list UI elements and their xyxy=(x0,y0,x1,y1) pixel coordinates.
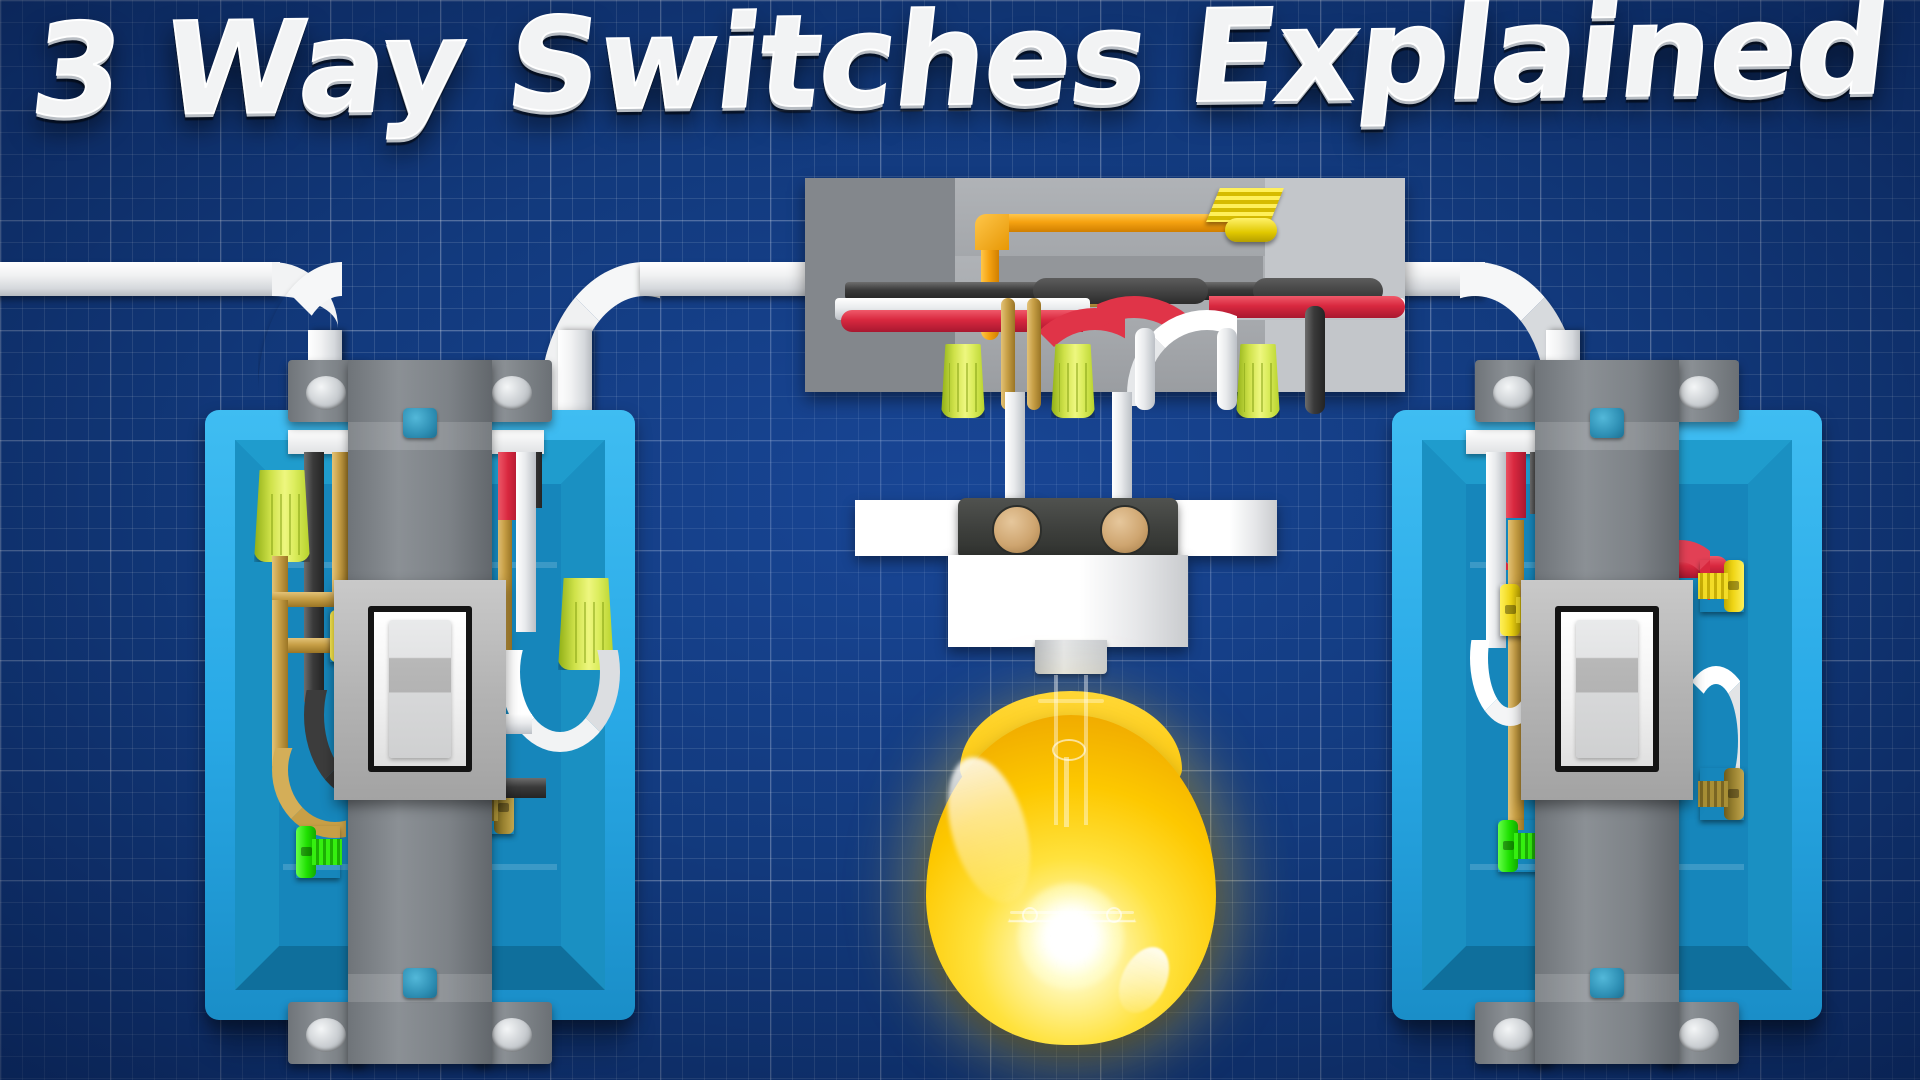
left-box-mount-screw-bottom[interactable] xyxy=(403,968,437,998)
right-box-bevel-right xyxy=(1746,440,1792,990)
left-box-ear-hole-top-right xyxy=(492,376,532,410)
junction-box[interactable] xyxy=(805,178,1405,414)
right-box-terminal-traveler-right[interactable] xyxy=(1698,560,1744,612)
ground-jumper-corner xyxy=(975,214,1009,250)
neutral-drop-left xyxy=(1135,328,1155,410)
ground-drop-a xyxy=(1001,298,1015,410)
left-box-mount-screw-top[interactable] xyxy=(403,408,437,438)
fixture-base xyxy=(948,555,1188,647)
wire-nut-hot[interactable] xyxy=(1236,344,1280,418)
right-box-terminal-common[interactable] xyxy=(1698,768,1744,820)
bulb-stem-right xyxy=(1084,675,1088,825)
cable-left-feed-bend xyxy=(258,262,342,392)
right-box-terminal-ground[interactable] xyxy=(1498,820,1544,872)
left-box-terminal-ground[interactable] xyxy=(296,826,342,878)
right-box-neutral-right-loop xyxy=(1686,666,1740,770)
ground-jumper-run xyxy=(981,214,1241,232)
fixture-neutral-lead xyxy=(1005,392,1025,510)
left-box-ear-hole-bottom-left xyxy=(306,1018,346,1052)
lamp-contact-right xyxy=(1100,505,1150,555)
right-box-ear-hole-top-right xyxy=(1679,376,1719,410)
bulb-glow-core xyxy=(1018,883,1124,989)
right-box-ear-hole-top-left xyxy=(1493,376,1533,410)
neutral-drop-right xyxy=(1217,328,1237,410)
right-box-ear-hole-bottom-right xyxy=(1679,1018,1719,1052)
bulb-filament-stem xyxy=(1064,757,1069,827)
bulb-stem-ring xyxy=(1052,739,1086,761)
junction-ground-screw-head xyxy=(1225,218,1277,242)
light-bulb[interactable] xyxy=(926,675,1216,1045)
ground-drop-b xyxy=(1027,298,1041,410)
left-ground-pigtail-down xyxy=(272,600,288,766)
left-box-hot-wire-vertical xyxy=(304,452,324,702)
traveler-wire-right xyxy=(1209,296,1405,318)
bulb-stem-cross xyxy=(1038,699,1104,703)
right-box-mount-screw-top[interactable] xyxy=(1590,408,1624,438)
left-box-wire-nut-ground[interactable] xyxy=(254,470,310,562)
lamp-socket-collar xyxy=(1035,640,1107,674)
bulb-filament-coil xyxy=(1010,911,1134,914)
lamp-contact-left xyxy=(992,505,1042,555)
left-box-common-lead xyxy=(494,778,546,798)
left-box-ground-wire-a xyxy=(332,452,348,592)
left-box-ear-hole-bottom-right xyxy=(492,1018,532,1052)
bulb-filament-hook-left xyxy=(1022,907,1038,923)
wire-nut-traveler[interactable] xyxy=(1051,344,1095,418)
right-box-bevel-left xyxy=(1422,440,1468,990)
fixture-canopy-right-wing xyxy=(1172,500,1277,556)
cable-left-feed-horizontal xyxy=(0,262,280,296)
right-box-toggle-lever[interactable] xyxy=(1576,620,1638,758)
right-box-ledge-br xyxy=(1644,864,1744,870)
right-box-mount-screw-bottom[interactable] xyxy=(1590,968,1624,998)
fixture-hot-lead xyxy=(1112,392,1132,510)
cable-left-to-junction-horizontal xyxy=(640,262,830,296)
bulb-filament-hook-right xyxy=(1106,907,1122,923)
right-box-ledge-bl xyxy=(1470,864,1570,870)
left-box-toggle-lever[interactable] xyxy=(389,620,451,758)
left-box-ear-hole-top-left xyxy=(306,376,346,410)
right-box-ear-hole-bottom-left xyxy=(1493,1018,1533,1052)
left-box-neutral-loop xyxy=(500,650,620,758)
left-box-ledge-bl xyxy=(283,864,383,870)
left-box-ledge-br xyxy=(457,864,557,870)
wire-nut-ground[interactable] xyxy=(941,344,985,418)
traveler-wire-left xyxy=(841,310,1083,332)
left-box-neutral-right xyxy=(516,452,536,632)
right-box-neutral-loop xyxy=(1470,640,1530,726)
hot-drop-to-nut xyxy=(1305,306,1325,414)
